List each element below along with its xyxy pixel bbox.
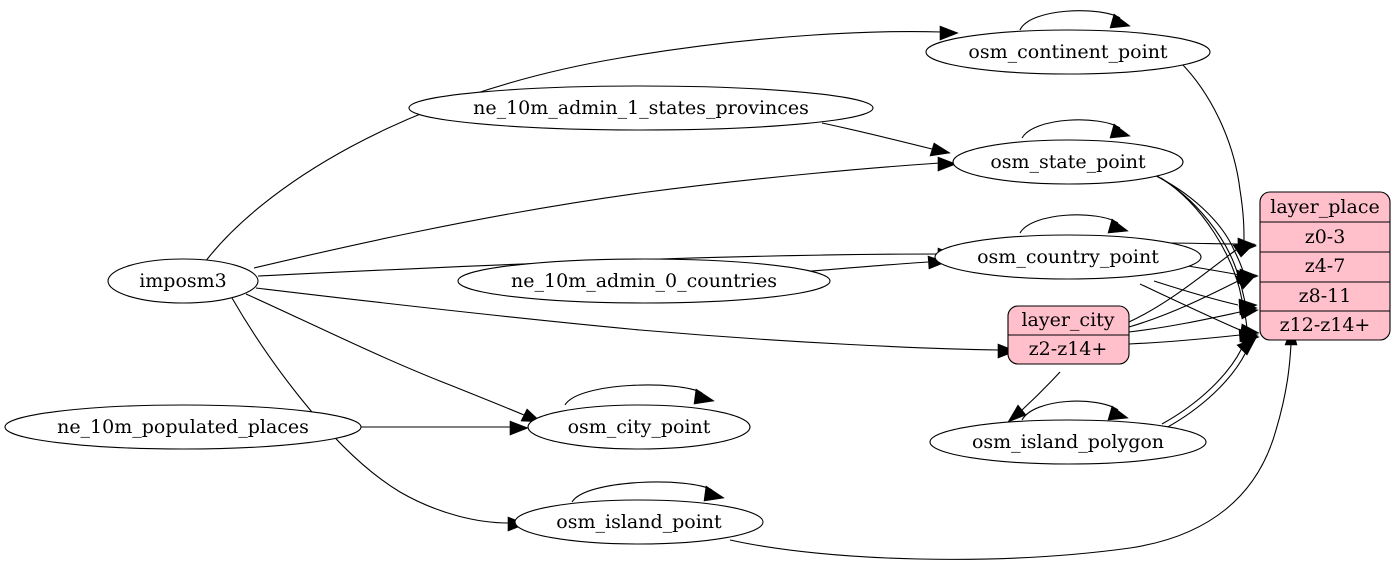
- edge-self-osm_island_point: [571, 481, 725, 503]
- node-imposm3[interactable]: imposm3: [107, 258, 259, 304]
- edge-self-osm_island_polygon: [1021, 400, 1129, 421]
- edge-self-osm_city_point: [564, 384, 715, 406]
- edge-layer_city-to-layer_place-z8-11: [1128, 305, 1259, 333]
- node-osm_state_point[interactable]: osm_state_point: [952, 139, 1184, 185]
- edge-layer_city-to-layer_place-z0-3: [1128, 243, 1255, 323]
- edge-layer_city-to-layer_place-z4-7: [1128, 274, 1257, 328]
- edge-imposm3-to-osm_continent_point: [204, 25, 959, 263]
- edge-ne_states-to-osm_state_point: [821, 122, 951, 157]
- node-layer: osm_continent_point ne_10m_admin_1_state…: [4, 29, 1211, 545]
- node-osm_continent_point[interactable]: osm_continent_point: [925, 29, 1211, 75]
- node-osm_city_point[interactable]: osm_city_point: [527, 404, 751, 450]
- edge-imposm3-to-osm_state_point: [253, 156, 957, 269]
- edge-imposm3-to-osm_city_point: [245, 293, 542, 423]
- node-osm_island_point[interactable]: osm_island_point: [514, 499, 764, 545]
- edge-layer_city-to-layer_place-z12: [1128, 328, 1259, 345]
- edge-self-osm_state_point: [1021, 119, 1131, 139]
- edge-osm_island_polygon-to-layer_place-z12-b: [1165, 351, 1247, 429]
- edge-imposm3-to-layer_city: [255, 287, 1017, 359]
- edge-layer: [204, 10, 1298, 560]
- node-ne_10m_admin_0_countries[interactable]: ne_10m_admin_0_countries: [457, 258, 831, 304]
- node-ne_10m_admin_1_states_provinces[interactable]: ne_10m_admin_1_states_provinces: [408, 85, 874, 131]
- edge-ne_populated-to-osm_city_point: [361, 420, 529, 436]
- record-layer_place[interactable]: layer_place z0-3 z4-7 z8-11 z12-z14+: [1259, 191, 1391, 341]
- edge-ne_countries-to-osm_country_point: [799, 255, 947, 273]
- edge-self-osm_continent_point: [1019, 10, 1131, 31]
- node-osm_country_point[interactable]: osm_country_point: [934, 234, 1202, 280]
- edge-osm_island_polygon-to-layer_place-z12: [1161, 337, 1257, 425]
- edge-layer_city-to-osm_island_polygon: [1007, 371, 1061, 423]
- edge-self-osm_country_point: [1019, 214, 1129, 234]
- node-ne_10m_populated_places[interactable]: ne_10m_populated_places: [4, 404, 362, 450]
- record-layer_city[interactable]: layer_city z2-z14+: [1007, 305, 1130, 365]
- node-osm_island_polygon[interactable]: osm_island_polygon: [929, 419, 1207, 465]
